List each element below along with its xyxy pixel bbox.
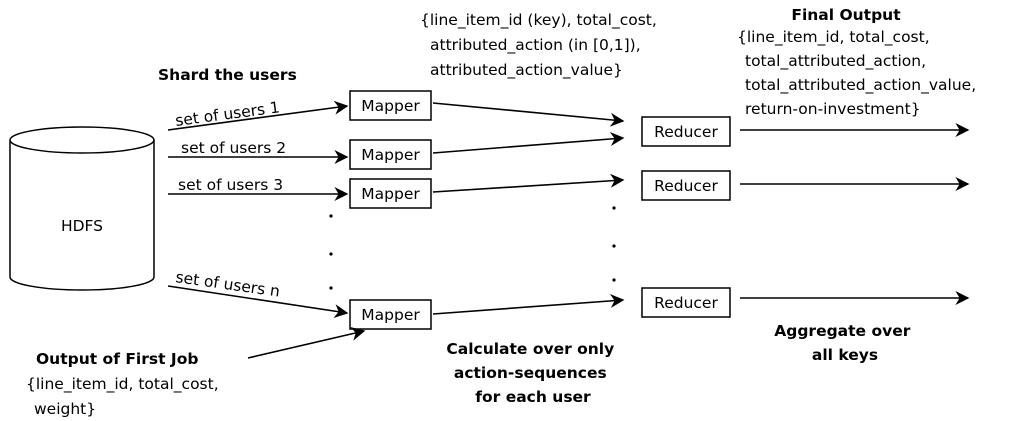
mapper-3: Mapper (349, 178, 432, 209)
user-set-label: set of users 3 (178, 176, 283, 194)
mapper-label: Mapper (361, 306, 420, 324)
user-set-arrow-2: set of users 2 (168, 139, 349, 164)
first-job-schema: {line_item_id, total_cost, weight} (26, 375, 224, 418)
reducer-label: Reducer (654, 177, 718, 195)
mapper-label: Mapper (361, 97, 420, 115)
first-job-title: Output of First Job (36, 350, 198, 368)
final-output-schema: {line_item_id, total_cost, total_attribu… (737, 28, 981, 118)
reducer-label: Reducer (654, 123, 718, 141)
reducer-output-arrows (740, 123, 970, 305)
mapper-1: Mapper (349, 90, 432, 121)
mapper-label: Mapper (361, 146, 420, 164)
mapper-2: Mapper (349, 139, 432, 170)
reducer-2: Reducer (641, 170, 731, 201)
mapper-n: Mapper (349, 299, 432, 330)
user-set-label: set of users 2 (181, 139, 286, 157)
mapper-ellipsis (329, 214, 333, 290)
calculate-note: Calculate over only action-sequences for… (446, 340, 619, 406)
shard-title: Shard the users (158, 66, 297, 84)
final-output-title: Final Output (791, 6, 901, 24)
hdfs-cylinder: HDFS (9, 126, 155, 291)
mapper-output-schema: {line_item_id (key), total_cost, attribu… (420, 11, 662, 80)
user-set-label: set of users 1 (174, 98, 281, 130)
hdfs-label: HDFS (61, 217, 103, 235)
user-set-arrow-1: set of users 1 (167, 98, 349, 131)
aggregate-note: Aggregate over all keys (774, 322, 916, 364)
reducer-ellipsis (612, 206, 616, 282)
reducer-n: Reducer (641, 287, 731, 318)
user-set-arrow-3: set of users 3 (168, 176, 349, 201)
first-job-output: Output of First Job {line_item_id, total… (26, 327, 366, 418)
reducer-1: Reducer (641, 116, 731, 147)
reducer-label: Reducer (654, 294, 718, 312)
mapper-label: Mapper (361, 185, 420, 203)
user-set-arrow-n: set of users n (167, 268, 349, 319)
mapper-to-reducer-arrows (432, 102, 625, 315)
